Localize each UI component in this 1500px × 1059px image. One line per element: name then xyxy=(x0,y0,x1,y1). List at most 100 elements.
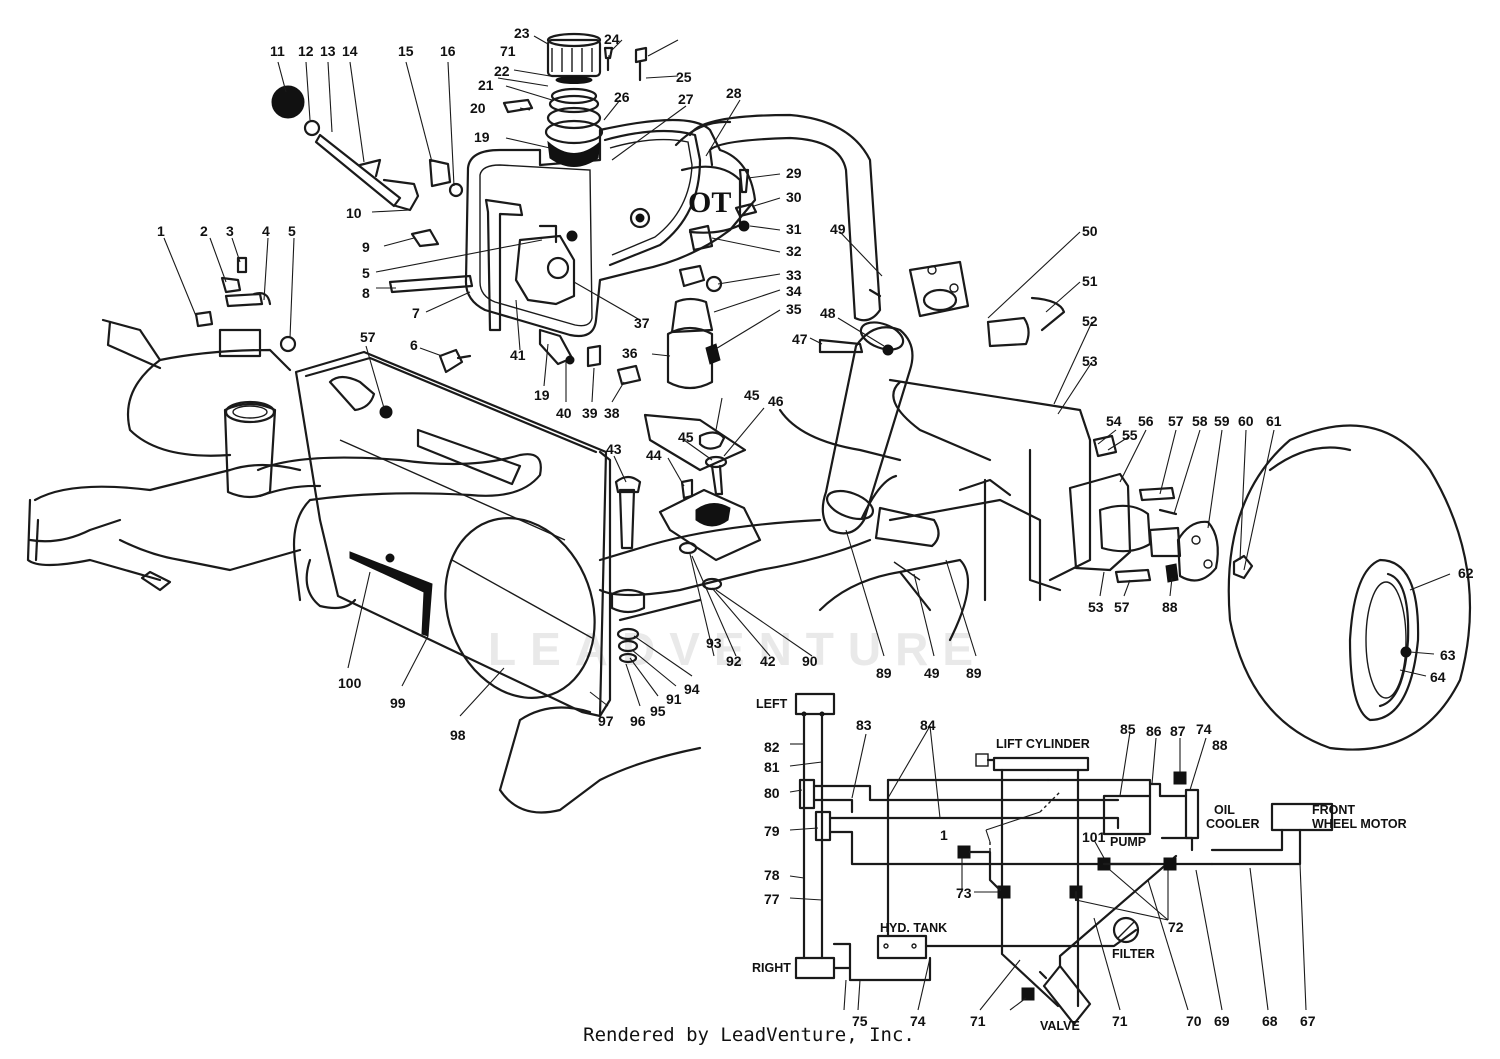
callout: 92 xyxy=(726,653,742,669)
carburetor xyxy=(388,224,642,386)
callout: 71 xyxy=(500,43,516,59)
callout: 3 xyxy=(226,223,234,239)
schematic-cooler-label: COOLER xyxy=(1206,817,1259,831)
footer-text: Rendered by LeadVenture, Inc. xyxy=(583,1024,915,1046)
callout: 67 xyxy=(1300,1013,1316,1029)
callout: 88 xyxy=(1162,599,1178,615)
callout: 4 xyxy=(262,223,270,239)
callout: 55 xyxy=(1122,427,1138,443)
callout: 44 xyxy=(646,447,662,463)
fuel-cap-assembly xyxy=(502,32,648,167)
callout: 23 xyxy=(514,25,530,41)
throttle-linkage xyxy=(271,85,464,248)
callout: 45 xyxy=(678,429,694,445)
callout: 31 xyxy=(786,221,802,237)
schematic-hyd-tank-label: HYD. TANK xyxy=(880,921,947,935)
callout: 101 xyxy=(1082,829,1106,845)
callout: 80 xyxy=(764,785,780,801)
callout: 53 xyxy=(1082,353,1098,369)
callout: 84 xyxy=(920,717,936,733)
callout: 10 xyxy=(346,205,362,221)
callout: 45 xyxy=(744,387,760,403)
callout: 100 xyxy=(338,675,362,691)
schematic-pump-label: PUMP xyxy=(1110,835,1146,849)
callout: 26 xyxy=(614,89,630,105)
callout: 56 xyxy=(1138,413,1154,429)
callout: 19 xyxy=(534,387,550,403)
callout: 74 xyxy=(910,1013,926,1029)
callout: 5 xyxy=(362,265,370,281)
callout: 11 xyxy=(270,43,285,59)
callout: 87 xyxy=(1170,723,1186,739)
schematic-oil-label: OIL xyxy=(1214,803,1235,817)
callout: 54 xyxy=(1106,413,1122,429)
callout: 89 xyxy=(966,665,982,681)
schematic-filter-label: FILTER xyxy=(1112,947,1155,961)
callout: 85 xyxy=(1120,721,1136,737)
callout: 6 xyxy=(410,337,418,353)
callout: 93 xyxy=(706,635,722,651)
callout: 8 xyxy=(362,285,370,301)
callout: 71 xyxy=(970,1013,986,1029)
callout: 79 xyxy=(764,823,780,839)
callout: 51 xyxy=(1082,273,1098,289)
schematic-valve-label: VALVE xyxy=(1040,1019,1080,1033)
callout: 98 xyxy=(450,727,466,743)
callout: 89 xyxy=(876,665,892,681)
callout-numbers: 11 12 13 14 15 16 10 9 5 8 7 6 1 2 3 4 5… xyxy=(157,25,1474,1029)
callout: 41 xyxy=(510,347,526,363)
callout: 13 xyxy=(320,43,336,59)
callout-leaders xyxy=(163,35,1451,1011)
callout: 74 xyxy=(1196,721,1212,737)
callout: 50 xyxy=(1082,223,1098,239)
callout: 59 xyxy=(1214,413,1230,429)
callout: 82 xyxy=(764,739,780,755)
callout: 1 xyxy=(940,827,948,843)
watermark: LEADVENTURE xyxy=(488,623,987,675)
callout: 70 xyxy=(1186,1013,1202,1029)
schematic-wheel-motor-label: WHEEL MOTOR xyxy=(1312,817,1407,831)
callout: 49 xyxy=(924,665,940,681)
callout: 30 xyxy=(786,189,802,205)
callout: 12 xyxy=(298,43,314,59)
callout: 1 xyxy=(157,223,165,239)
callout: 46 xyxy=(768,393,784,409)
callout: 61 xyxy=(1266,413,1282,429)
callout: 75 xyxy=(852,1013,868,1029)
callout: 57 xyxy=(1168,413,1184,429)
callout: 28 xyxy=(726,85,742,101)
callout: 53 xyxy=(1088,599,1104,615)
callout: 14 xyxy=(342,43,358,59)
callout: 22 xyxy=(494,63,510,79)
callout: 52 xyxy=(1082,313,1098,329)
callout: 49 xyxy=(830,221,846,237)
callout: 20 xyxy=(470,100,486,116)
callout: 15 xyxy=(398,43,414,59)
front-tire xyxy=(1227,424,1472,751)
callout: 36 xyxy=(622,345,638,361)
callout: 81 xyxy=(764,759,780,775)
callout: 72 xyxy=(1168,919,1184,935)
callout: 34 xyxy=(786,283,802,299)
callout: 77 xyxy=(764,891,780,907)
wheel-hub xyxy=(1068,434,1254,584)
schematic-left-label: LEFT xyxy=(756,697,788,711)
callout: 27 xyxy=(678,91,694,107)
schematic-lift-cylinder-label: LIFT CYLINDER xyxy=(996,737,1090,751)
callout: 42 xyxy=(760,653,776,669)
callout: 78 xyxy=(764,867,780,883)
rear-brackets xyxy=(194,256,297,358)
callout: 69 xyxy=(1214,1013,1230,1029)
radiator-shroud xyxy=(294,350,612,718)
callout: 95 xyxy=(650,703,666,719)
callout: 21 xyxy=(478,77,494,93)
callout: 96 xyxy=(630,713,646,729)
callout: 71 xyxy=(1112,1013,1128,1029)
callout: 99 xyxy=(390,695,406,711)
callout: 33 xyxy=(786,267,802,283)
callout: 32 xyxy=(786,243,802,259)
callout: 2 xyxy=(200,223,208,239)
callout: 97 xyxy=(598,713,614,729)
callout: 57 xyxy=(360,329,376,345)
